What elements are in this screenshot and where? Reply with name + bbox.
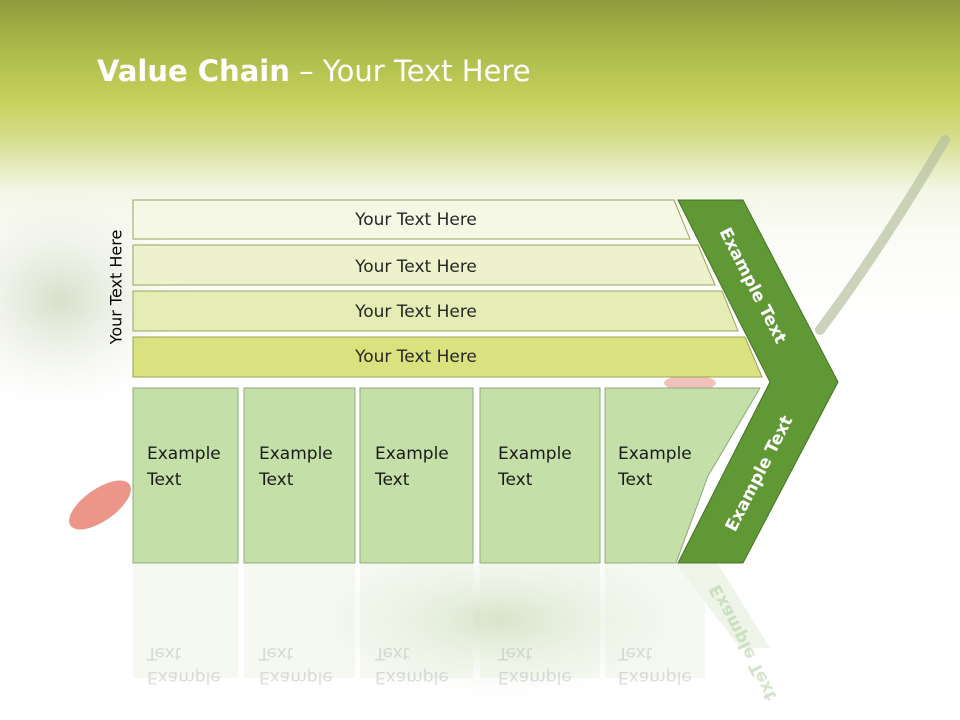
primary-box-3[interactable] bbox=[359, 387, 474, 564]
slide-title: Value Chain – Your Text Here bbox=[97, 54, 531, 88]
arrow-reflection bbox=[676, 564, 770, 648]
box-line1: Example bbox=[375, 444, 449, 464]
reflection-text: Example bbox=[375, 667, 449, 687]
box-reflection bbox=[480, 564, 600, 678]
reflection-text: Example Text bbox=[706, 581, 782, 703]
support-row-label: Your Text Here bbox=[354, 257, 477, 277]
support-row-3[interactable] bbox=[132, 290, 739, 332]
box-line2: Text bbox=[374, 470, 410, 490]
title-rest: – Your Text Here bbox=[289, 54, 531, 88]
primary-box-5[interactable] bbox=[604, 387, 761, 564]
support-row-label: Your Text Here bbox=[354, 302, 477, 322]
reflection-text: Text bbox=[617, 643, 653, 663]
stem-shape bbox=[815, 135, 950, 335]
pepper-shape bbox=[69, 480, 131, 530]
box-line1: Example bbox=[618, 444, 692, 464]
reflection-text: Example bbox=[147, 667, 221, 687]
box-reflection bbox=[605, 564, 705, 678]
reflection-text: Text bbox=[374, 643, 410, 663]
box-reflection bbox=[133, 564, 238, 678]
box-reflection bbox=[244, 564, 355, 678]
box-line1: Example bbox=[259, 444, 333, 464]
box-line2: Text bbox=[617, 470, 653, 490]
box-reflection bbox=[360, 564, 473, 678]
box-line2: Text bbox=[258, 470, 294, 490]
support-row-label: Your Text Here bbox=[354, 210, 477, 230]
support-row-2[interactable] bbox=[132, 244, 716, 286]
reflection-text: Example bbox=[259, 667, 333, 687]
box-line1: Example bbox=[498, 444, 572, 464]
margin-arrow[interactable] bbox=[677, 199, 839, 564]
primary-box-1[interactable] bbox=[132, 387, 239, 564]
reflection bbox=[133, 564, 770, 678]
title-bold: Value Chain bbox=[97, 54, 290, 88]
primary-box-2[interactable] bbox=[243, 387, 356, 564]
reflection-text: Example bbox=[498, 667, 572, 687]
reflection-text: Text bbox=[497, 643, 533, 663]
box-line2: Text bbox=[146, 470, 182, 490]
reflection-text: Text bbox=[258, 643, 294, 663]
reflection-text: Example bbox=[618, 667, 692, 687]
support-row-label: Your Text Here bbox=[354, 347, 477, 367]
leaf-shape bbox=[300, 540, 700, 700]
support-row-1[interactable] bbox=[132, 199, 691, 240]
pepper-shape bbox=[664, 375, 716, 391]
box-line1: Example bbox=[147, 444, 221, 464]
primary-box-4[interactable] bbox=[479, 387, 601, 564]
support-row-4[interactable] bbox=[132, 336, 763, 378]
box-line2: Text bbox=[497, 470, 533, 490]
reflection-text: Text bbox=[146, 643, 182, 663]
